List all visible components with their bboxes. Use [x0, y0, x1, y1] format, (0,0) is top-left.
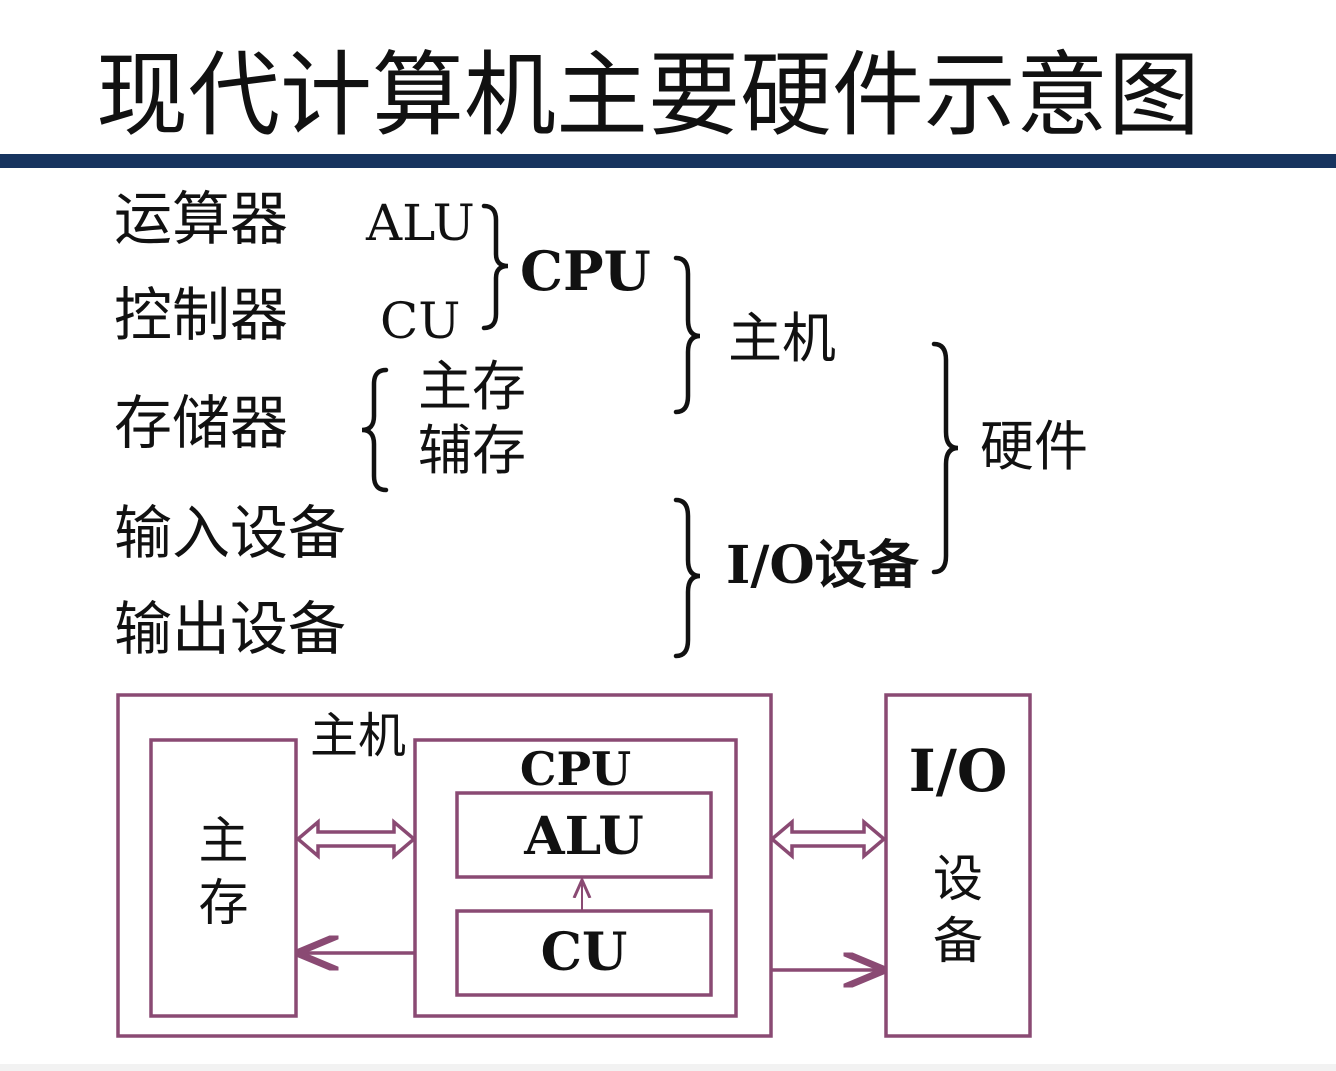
- component-output-device: 输出设备: [114, 595, 347, 663]
- brace-cpu: [481, 203, 509, 331]
- group-io-label: I/O设备: [726, 535, 919, 596]
- cpu-label: CPU: [519, 742, 632, 796]
- component-input-device: 输入设备: [114, 499, 347, 567]
- io-box: [884, 693, 1032, 1038]
- brace-memory: [361, 367, 389, 493]
- brace-hardware: [931, 341, 959, 575]
- arrow-memory-cpu: [295, 818, 417, 860]
- brace-host: [673, 255, 701, 415]
- page-title: 现代计算机主要硬件示意图: [96, 42, 1201, 149]
- arrow-cpu-io: [769, 818, 887, 860]
- cpu-box: [413, 738, 738, 1018]
- component-cu-name: 控制器: [114, 281, 289, 349]
- component-alu-name: 运算器: [114, 185, 289, 253]
- component-cu-abbr: CU: [380, 292, 461, 350]
- memory-sub-aux: 辅存: [418, 419, 526, 482]
- group-host-label: 主机: [728, 307, 836, 370]
- title-underline: [0, 154, 1336, 168]
- memory-sub-main: 主存: [418, 355, 526, 418]
- footer-strip: [0, 1064, 1336, 1071]
- component-alu-abbr: ALU: [366, 194, 475, 252]
- io-sub-label: 设 备: [933, 850, 983, 970]
- main-memory-label: 主 存: [198, 812, 249, 932]
- component-memory-name: 存储器: [114, 389, 289, 457]
- cu-box: [455, 909, 713, 997]
- group-cpu-label: CPU: [520, 239, 651, 303]
- alu-label: ALU: [524, 806, 644, 867]
- host-box: [116, 693, 773, 1038]
- group-hardware-label: 硬件: [980, 415, 1088, 478]
- main-memory-box: [149, 738, 298, 1018]
- cu-label: CU: [540, 922, 628, 983]
- brace-io: [673, 497, 701, 659]
- io-title: I/O: [908, 737, 1008, 805]
- host-label: 主机: [306, 712, 411, 760]
- alu-box: [455, 791, 713, 879]
